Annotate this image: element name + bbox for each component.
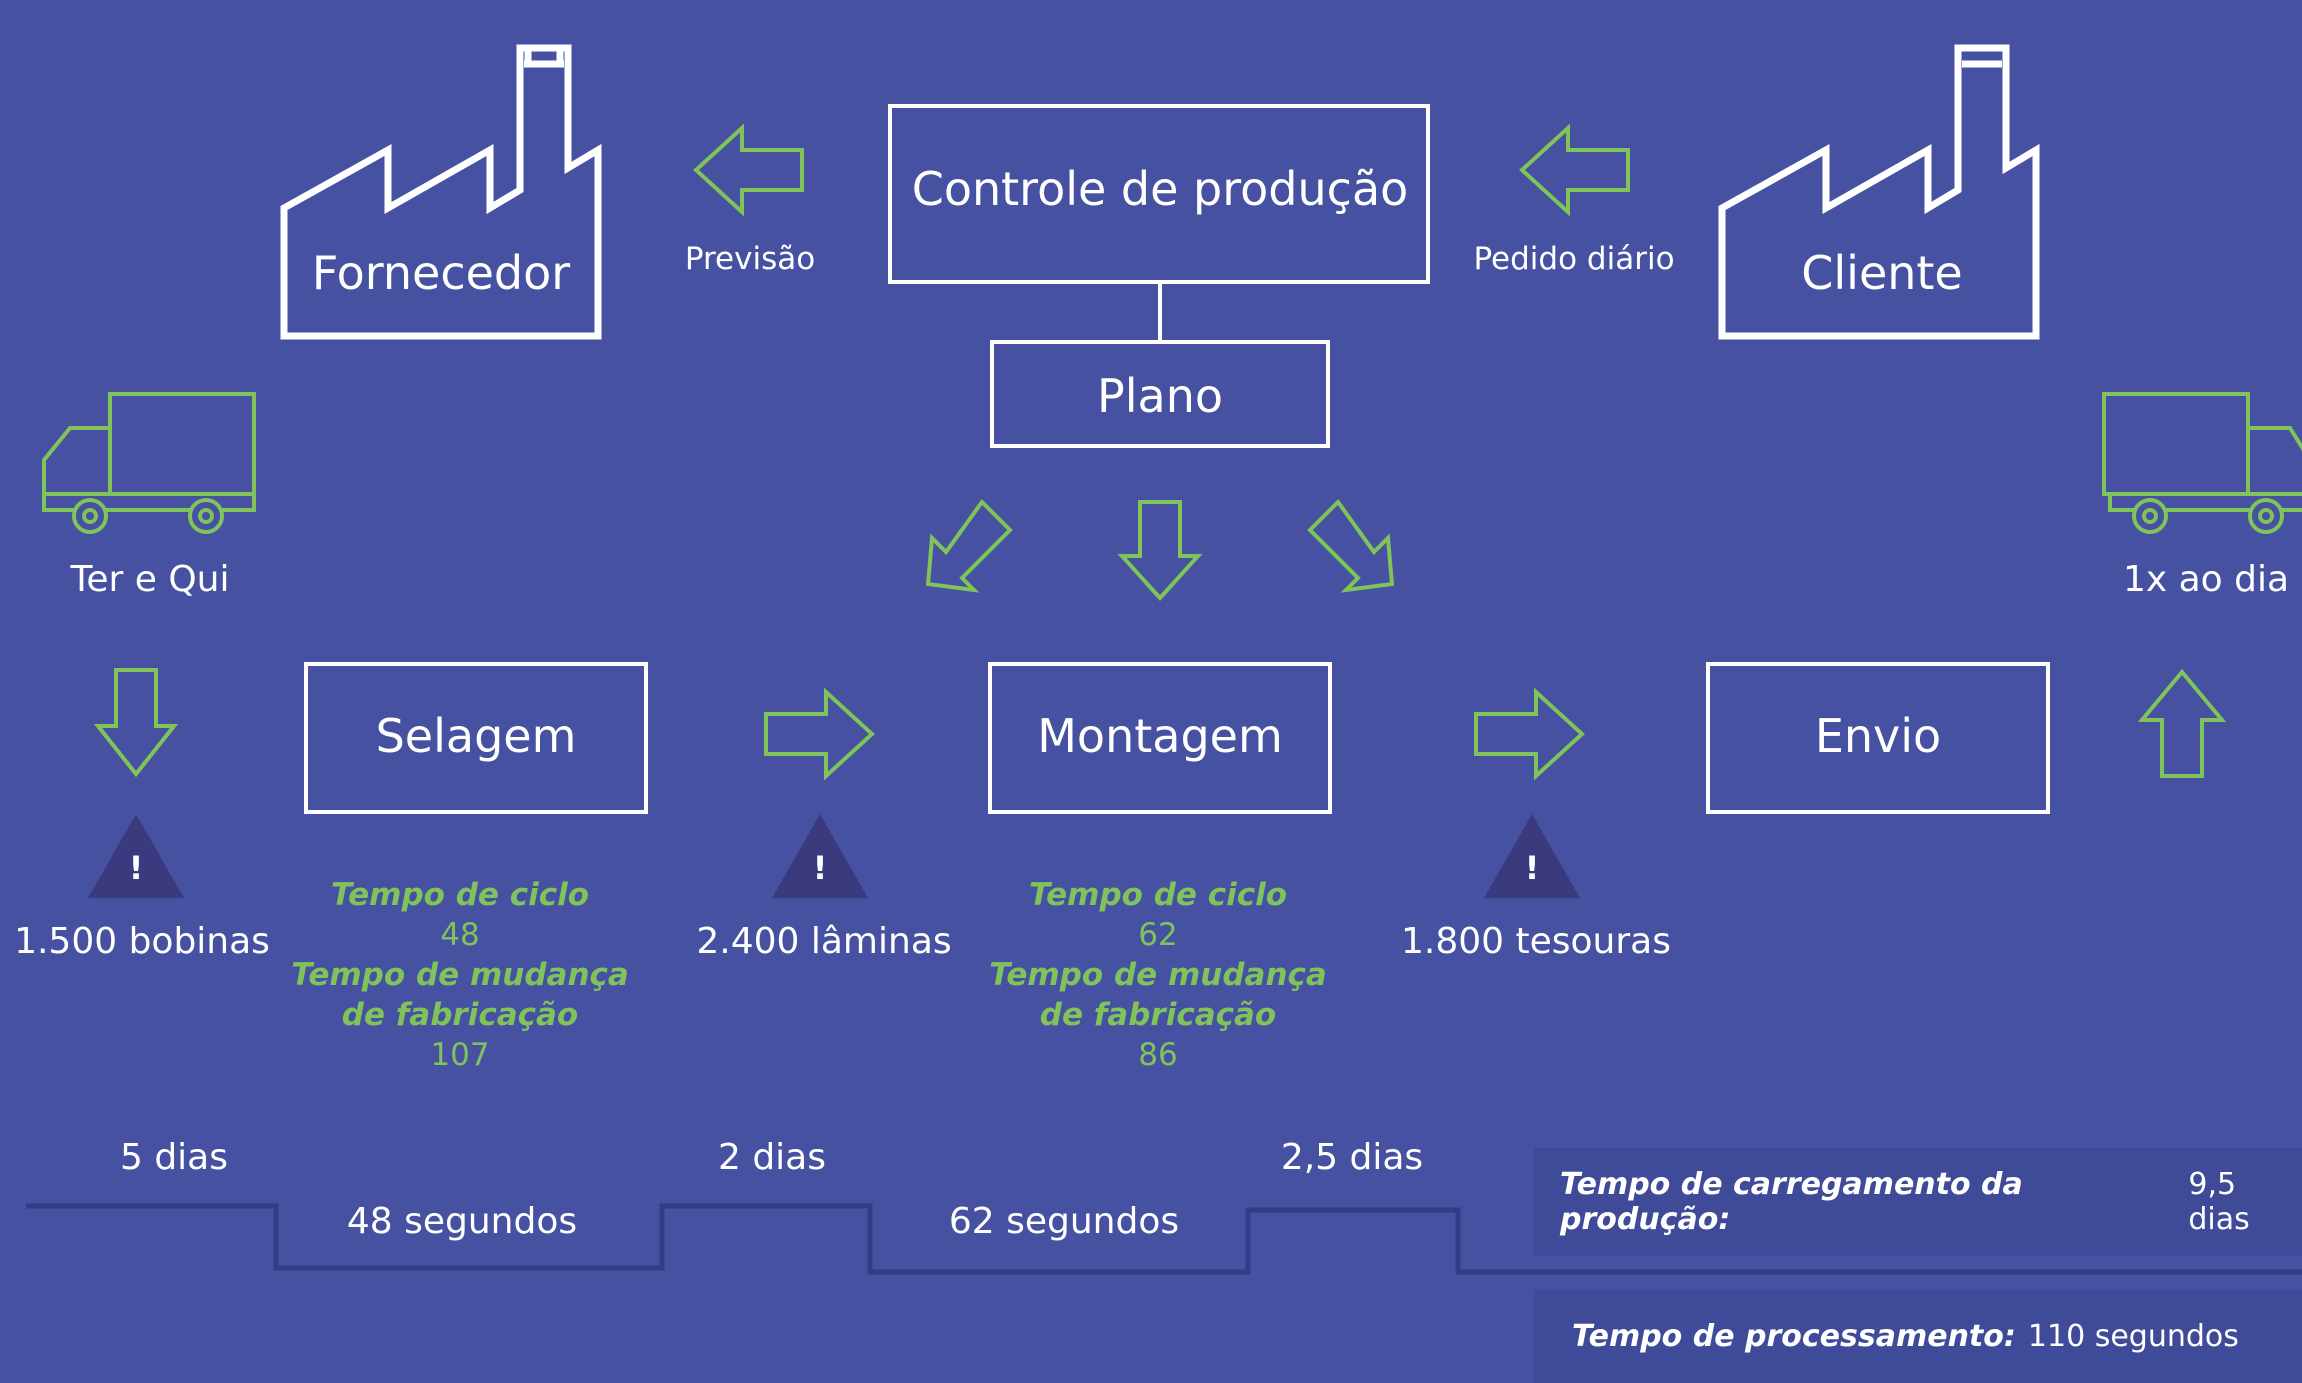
warning-mark: !	[128, 849, 144, 887]
truck-icon	[2102, 392, 2302, 534]
changeover-value: 86	[1138, 1037, 1178, 1073]
arrow-down-left-icon	[925, 498, 1013, 593]
sealing-box	[304, 662, 648, 814]
changeover-label: de fabricação	[1039, 997, 1277, 1033]
lead-time-value: 9,5 dias	[2188, 1167, 2250, 1237]
arrow-down-right-icon	[1307, 498, 1395, 593]
warning-triangle-icon	[88, 814, 184, 898]
cycle-time-label: Tempo de ciclo	[1028, 877, 1288, 913]
daily-order-label: Pedido diário	[1473, 241, 1675, 277]
warning-mark: !	[1524, 849, 1540, 887]
forecast-label: Previsão	[684, 241, 816, 277]
plan-label: Plano	[1096, 369, 1224, 423]
warning-mark: !	[812, 849, 828, 887]
plan-box	[990, 340, 1330, 448]
changeover-value: 107	[430, 1037, 490, 1073]
arrow-left-icon	[1519, 123, 1630, 217]
warning-triangle-icon	[1484, 814, 1580, 898]
inbound-schedule-label: Ter e Qui	[70, 559, 230, 600]
processing-time-panel: Tempo de processamento: 110 segundos	[1534, 1290, 2302, 1383]
processing-time-value: 110 segundos	[2027, 1319, 2239, 1354]
inventory-label: 2.400 lâminas	[696, 921, 952, 962]
customer-label: Cliente	[1801, 246, 1963, 300]
changeover-label: de fabricação	[341, 997, 579, 1033]
timeline-line	[26, 1203, 2302, 1275]
changeover-label: Tempo de mudança	[291, 957, 629, 993]
wait-time-label: 2,5 dias	[1280, 1137, 1424, 1178]
warning-triangle-icon	[772, 814, 868, 898]
outbound-schedule-label: 1x ao dia	[2122, 559, 2290, 600]
cycle-time-value: 48	[440, 917, 480, 953]
cycle-time-value: 62	[1138, 917, 1178, 953]
assembly-label: Montagem	[1037, 709, 1283, 763]
arrow-down-icon	[93, 668, 179, 778]
arrow-right-icon	[764, 687, 875, 781]
arrow-left-icon	[693, 123, 804, 217]
sealing-label: Selagem	[375, 709, 577, 763]
inventory-label: 1.500 bobinas	[14, 921, 270, 962]
processing-time-label: Tempo de processamento:	[1572, 1319, 2016, 1354]
inventory-label: 1.800 tesouras	[1401, 921, 1671, 962]
lead-time-label: Tempo de carregamento da produção:	[1560, 1167, 2023, 1237]
arrow-down-icon	[1117, 500, 1203, 601]
arrow-up-icon	[2137, 668, 2227, 778]
wait-time-label: 2 dias	[717, 1137, 827, 1178]
process-time-label: 48 segundos	[346, 1201, 578, 1242]
process-time-label: 62 segundos	[948, 1201, 1180, 1242]
supplier-label: Fornecedor	[311, 246, 571, 300]
cycle-time-label: Tempo de ciclo	[330, 877, 590, 913]
arrow-right-icon	[1474, 687, 1585, 781]
factory-icon	[1718, 44, 2040, 340]
assembly-box	[988, 662, 1332, 814]
shipping-label: Envio	[1814, 709, 1942, 763]
wait-time-label: 5 dias	[119, 1137, 229, 1178]
truck-icon	[42, 392, 256, 534]
lead-time-panel: Tempo de carregamento da produção: 9,5 d…	[1534, 1148, 2302, 1256]
shipping-box	[1706, 662, 2050, 814]
changeover-label: Tempo de mudança	[989, 957, 1327, 993]
production-control-label: Controle de produção	[911, 162, 1409, 216]
